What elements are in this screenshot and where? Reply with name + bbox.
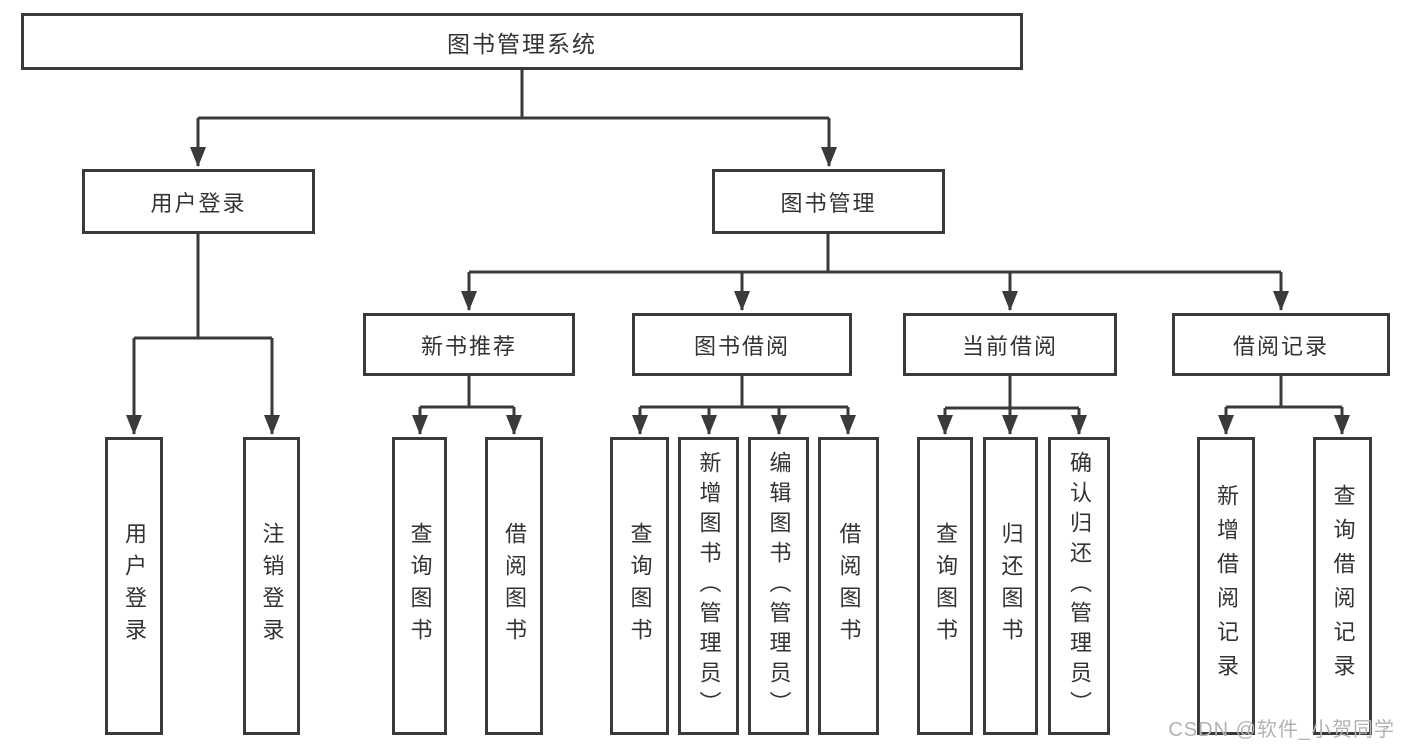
node-book-borrow: 图书借阅 bbox=[632, 313, 852, 376]
leaf-add-borrow-record: 新增借阅记录 bbox=[1197, 437, 1255, 735]
leaf-edit-books-admin: 编辑图书（管理员） bbox=[748, 437, 809, 735]
leaf-logout-label: 注销登录 bbox=[259, 522, 285, 650]
leaf-borrow-borrow-books: 借阅图书 bbox=[818, 437, 879, 735]
connector-records-split bbox=[1226, 376, 1342, 409]
connector-borrow-split bbox=[640, 376, 848, 409]
leaf-borrow-query-books: 查询图书 bbox=[610, 437, 669, 735]
leaf-edit-books-admin-label: 编辑图书（管理员） bbox=[766, 451, 792, 721]
leaf-newrec-borrow-books-label: 借阅图书 bbox=[502, 522, 527, 650]
node-new-book-rec: 新书推荐 bbox=[363, 313, 575, 376]
node-book-borrow-label: 图书借阅 bbox=[693, 333, 790, 359]
leaf-logout: 注销登录 bbox=[243, 437, 300, 735]
leaf-newrec-borrow-books: 借阅图书 bbox=[485, 437, 543, 735]
node-book-mgmt-label: 图书管理 bbox=[780, 190, 877, 216]
leaf-newrec-query-books-label: 查询图书 bbox=[407, 522, 433, 650]
leaf-add-books-admin: 新增图书（管理员） bbox=[678, 437, 739, 735]
connector-login-split bbox=[134, 234, 272, 340]
leaf-current-query-books: 查询图书 bbox=[917, 437, 973, 735]
node-borrow-records-label: 借阅记录 bbox=[1232, 333, 1329, 359]
leaf-query-borrow-record-label: 查询借阅记录 bbox=[1330, 484, 1356, 688]
leaf-confirm-return-admin-label: 确认归还（管理员） bbox=[1067, 451, 1092, 721]
leaf-return-books: 归还图书 bbox=[983, 437, 1038, 735]
node-borrow-records: 借阅记录 bbox=[1172, 313, 1390, 376]
node-user-login: 用户登录 bbox=[82, 169, 315, 234]
connector-root-split bbox=[198, 70, 829, 120]
leaf-borrow-borrow-books-label: 借阅图书 bbox=[836, 522, 862, 650]
node-root-label: 图书管理系统 bbox=[447, 30, 597, 57]
leaf-user-login: 用户登录 bbox=[105, 437, 163, 735]
leaf-user-login-label: 用户登录 bbox=[122, 522, 147, 650]
leaf-query-borrow-record: 查询借阅记录 bbox=[1313, 437, 1372, 735]
leaf-confirm-return-admin: 确认归还（管理员） bbox=[1048, 437, 1110, 735]
leaf-add-books-admin-label: 新增图书（管理员） bbox=[696, 451, 722, 721]
connector-mgmt-split bbox=[469, 234, 1281, 274]
leaf-newrec-query-books: 查询图书 bbox=[392, 437, 447, 735]
node-root: 图书管理系统 bbox=[21, 13, 1023, 70]
leaf-return-books-label: 归还图书 bbox=[998, 522, 1024, 650]
node-current-borrow: 当前借阅 bbox=[903, 313, 1117, 376]
connector-current-split bbox=[945, 376, 1079, 410]
node-new-book-rec-label: 新书推荐 bbox=[420, 333, 517, 359]
node-current-borrow-label: 当前借阅 bbox=[961, 333, 1058, 359]
node-user-login-label: 用户登录 bbox=[150, 190, 247, 216]
leaf-current-query-books-label: 查询图书 bbox=[933, 522, 958, 650]
node-book-mgmt: 图书管理 bbox=[712, 169, 945, 234]
leaf-borrow-query-books-label: 查询图书 bbox=[627, 522, 653, 650]
leaf-add-borrow-record-label: 新增借阅记录 bbox=[1214, 484, 1239, 688]
csdn-watermark: CSDN @软件_小贺同学 bbox=[1168, 719, 1395, 741]
connector-newrec-split bbox=[420, 376, 514, 409]
